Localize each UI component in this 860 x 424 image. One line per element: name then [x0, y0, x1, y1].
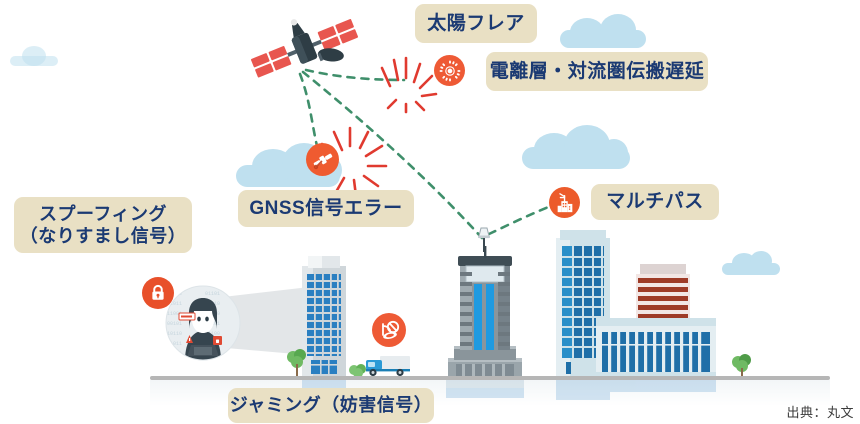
label-gnss-signal-error: GNSS信号エラー [238, 190, 414, 227]
gnss-receiver-icon [478, 227, 490, 252]
tree-left [287, 349, 306, 377]
ground-line [150, 376, 830, 380]
svg-text:01011: 01011 [167, 341, 182, 347]
svg-text:01101: 01101 [205, 291, 220, 297]
building-blue-tower-right [556, 230, 610, 378]
satellite-blocked-icon [306, 143, 339, 176]
shrub-right-of-tower [732, 354, 751, 378]
path-sat-to-receiver [301, 70, 484, 240]
building-blue-tower-left [302, 256, 346, 378]
label-multipath: マルチパス [591, 184, 719, 220]
sun-flare-icon [434, 55, 465, 86]
path-sat-to-flare [304, 68, 406, 82]
delivery-truck-icon [366, 356, 410, 377]
label-solar-flare: 太陽フレア [415, 4, 537, 43]
label-iono-tropo-delay: 電離層・対流圏伝搬遅延 [486, 52, 708, 91]
svg-text:10110: 10110 [167, 331, 182, 337]
building-center-skyscraper [448, 246, 522, 378]
path-receiver-to-multipath [487, 202, 558, 236]
label-jamming: ジャミング（妨害信号） [228, 388, 434, 423]
svg-text:01011: 01011 [167, 301, 182, 307]
svg-text:11001: 11001 [167, 311, 182, 317]
label-spoofing: スプーフィング （なりすまし信号） [14, 197, 192, 253]
bush-left [349, 364, 366, 378]
svg-text:01100: 01100 [205, 331, 220, 337]
path-sat-to-gnss-error [298, 72, 319, 148]
signal-blocked-icon [372, 313, 406, 347]
building-low-wide [596, 318, 716, 378]
satellite-icon [250, 19, 359, 78]
source-attribution: 出典：丸文 [786, 405, 854, 420]
lock-icon [142, 277, 174, 309]
svg-text:00101: 00101 [167, 321, 182, 327]
building-signal-icon [549, 187, 580, 218]
burst-solar-flare [380, 56, 438, 114]
building-red-striped [636, 264, 690, 326]
